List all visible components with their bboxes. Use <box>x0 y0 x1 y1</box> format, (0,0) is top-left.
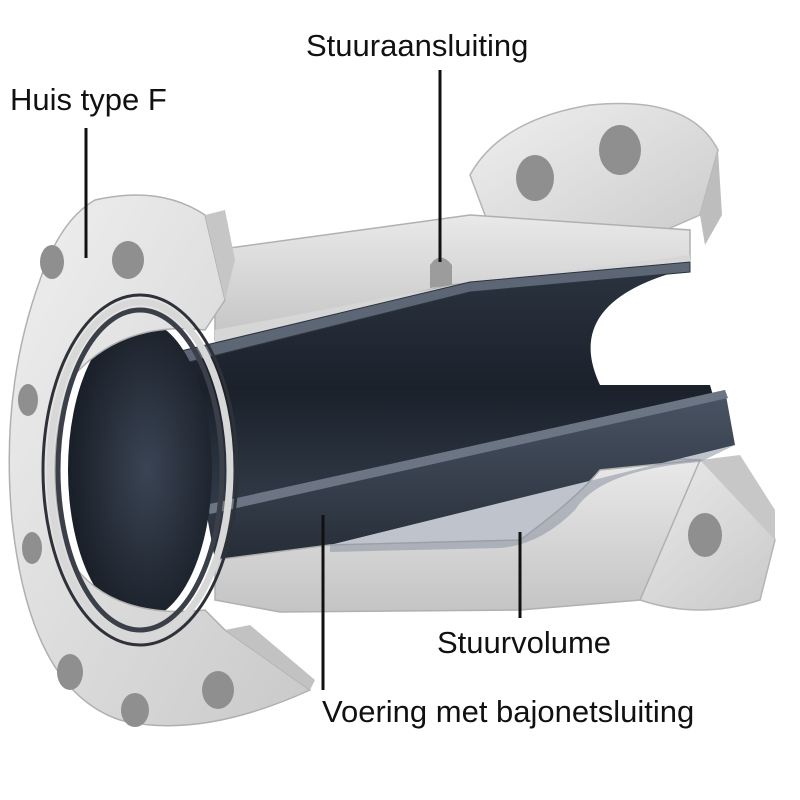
liner <box>68 261 735 620</box>
lower-housing-body <box>214 445 735 613</box>
front-flange <box>8 194 315 727</box>
label-housing-type-f: Huis type F <box>10 82 167 117</box>
label-liner-bayonet: Voering met bajonetsluiting <box>322 694 695 729</box>
bolt-hole <box>22 532 42 564</box>
bolt-hole <box>121 693 149 727</box>
bolt-hole <box>516 155 554 201</box>
bolt-hole <box>599 125 641 175</box>
label-control-connection: Stuuraansluiting <box>306 28 529 63</box>
bolt-hole <box>57 654 83 690</box>
bolt-hole <box>18 384 38 416</box>
leader-lines <box>84 70 522 690</box>
bolt-hole <box>202 671 234 709</box>
bolt-hole <box>688 513 722 557</box>
label-control-volume: Stuurvolume <box>437 625 612 660</box>
bolt-hole <box>112 241 144 279</box>
bolt-hole <box>40 245 64 279</box>
